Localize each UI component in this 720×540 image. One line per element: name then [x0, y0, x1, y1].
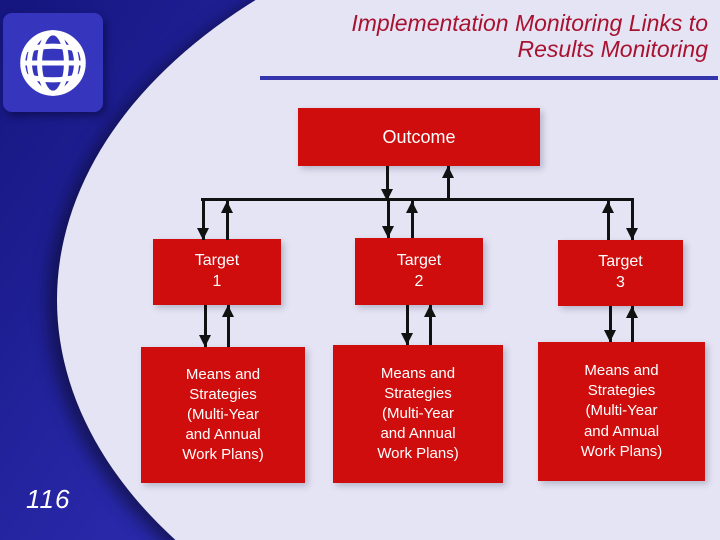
- means-strategies-2-label: Means and Strategies (Multi-Year and Ann…: [377, 364, 459, 463]
- arrow-up-icon: [424, 305, 437, 345]
- arrow-up-icon: [222, 305, 235, 347]
- arrow-down-icon: [197, 198, 210, 240]
- title-line-1: Implementation Monitoring Links to: [351, 10, 708, 36]
- arrow-up-icon: [406, 201, 419, 238]
- target-2-box: Target 2: [355, 238, 483, 305]
- arrow-up-icon: [442, 166, 455, 201]
- target-3-box: Target 3: [558, 240, 683, 306]
- means-strategies-2-box: Means and Strategies (Multi-Year and Ann…: [333, 345, 503, 483]
- means-strategies-3-box: Means and Strategies (Multi-Year and Ann…: [538, 342, 705, 481]
- means-strategies-3-label: Means and Strategies (Multi-Year and Ann…: [580, 362, 663, 460]
- arrow-down-icon: [604, 306, 617, 342]
- globe-icon: [20, 29, 86, 96]
- connector-line: [201, 198, 634, 201]
- target-2-label: Target 2: [396, 251, 442, 290]
- page-number: 116: [26, 484, 71, 514]
- title-underline: [260, 76, 718, 80]
- outcome-label: Outcome: [382, 126, 456, 147]
- arrow-down-icon: [381, 166, 394, 201]
- title-line-2: Results Monitoring: [517, 36, 708, 62]
- arrow-down-icon: [626, 198, 639, 240]
- arrow-up-icon: [221, 201, 234, 240]
- outcome-box: Outcome: [298, 108, 540, 166]
- means-strategies-1-box: Means and Strategies (Multi-Year and Ann…: [141, 347, 305, 483]
- means-strategies-1-label: Means and Strategies (Multi-Year and Ann…: [182, 365, 264, 464]
- logo: [3, 13, 103, 112]
- target-1-label: Target 1: [194, 252, 240, 290]
- arrow-up-icon: [626, 306, 639, 342]
- arrow-up-icon: [602, 201, 615, 240]
- arrow-down-icon: [199, 305, 212, 347]
- page-title: Implementation Monitoring Links to Resul…: [238, 10, 708, 62]
- target-1-box: Target 1: [153, 239, 281, 305]
- arrow-down-icon: [401, 305, 414, 345]
- arrow-down-icon: [382, 201, 395, 238]
- target-3-label: Target 3: [598, 253, 643, 291]
